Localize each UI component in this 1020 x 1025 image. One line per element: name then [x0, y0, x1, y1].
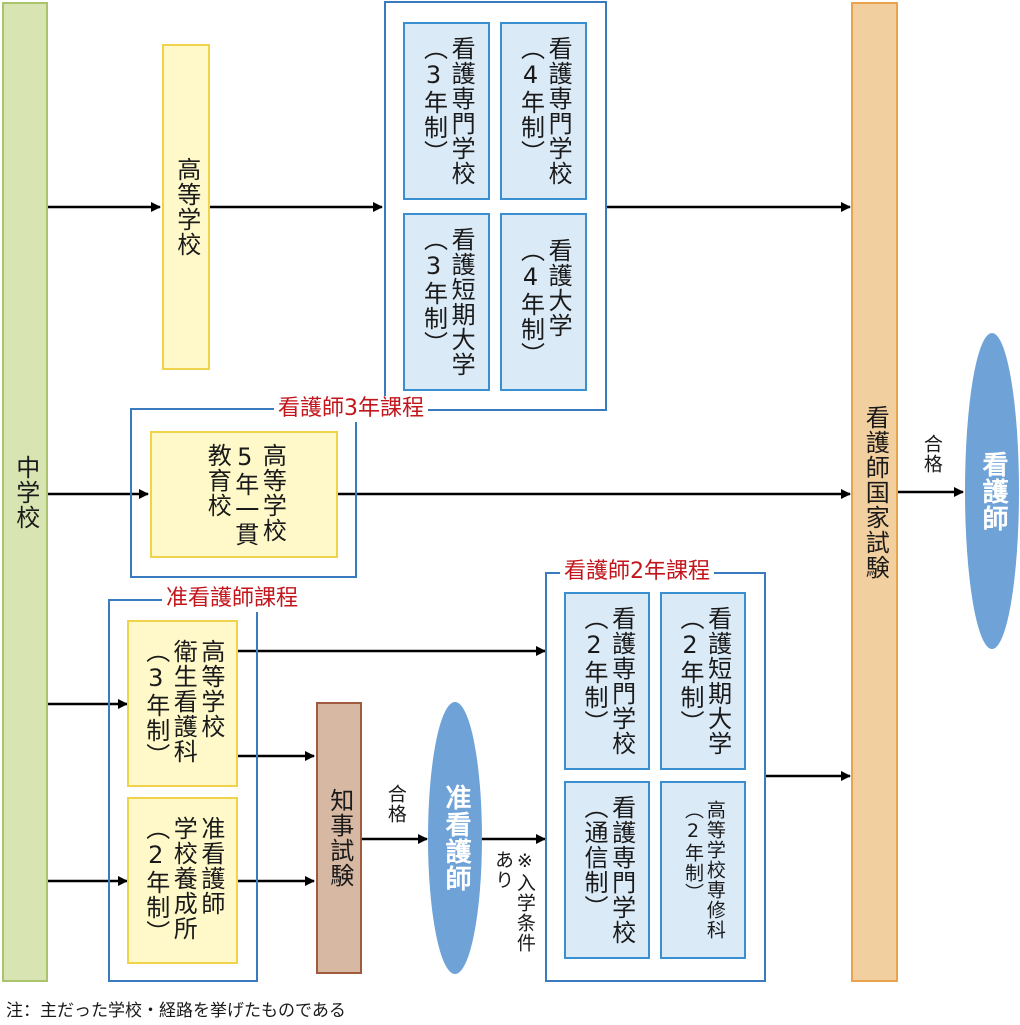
course-3yr-frame [130, 408, 357, 578]
nurse-oval: 看護師 [965, 333, 1019, 649]
nursing-junior-college-3yr-box: 看護短期大学 （3年制） [403, 213, 490, 391]
integrated-5yr-box: 高等学校 5年一貫 教育校 [150, 431, 338, 558]
nursing-vocational-4yr-box: 看護専門学校 （4年制） [500, 22, 587, 200]
nursing-university-4yr-box: 看護大学 （4年制） [500, 213, 587, 391]
nursing-junior-college-2yr-label: 看護短期大学 （2年制） [676, 606, 732, 756]
middle-school-box: 中学校 [2, 2, 48, 982]
nursing-university-4yr-label: 看護大学 （4年制） [516, 237, 573, 367]
nursing-junior-college-2yr-box: 看護短期大学 （2年制） [660, 592, 746, 770]
nursing-vocational-4yr-label: 看護専門学校 （4年制） [516, 36, 573, 186]
nursing-vocational-correspondence-box: 看護専門学校 （通信制） [564, 781, 650, 959]
nurse-label: 看護師 [977, 450, 1008, 532]
pass-label-1: 合格 [384, 784, 407, 824]
admission-note: ※入学条件 あり [492, 850, 536, 953]
governor-exam-label: 知事試験 [325, 788, 354, 888]
hs-hygiene-nursing-box: 高等学校 衛生看護科 （3年制） [127, 620, 238, 787]
high-school-box: 高等学校 [162, 44, 210, 370]
assoc-training-school-box: 准看護師 学校養成所 （2年制） [127, 797, 238, 964]
assoc-nurse-label: 准看護師 [440, 784, 471, 892]
hs-advanced-course-2yr-box: 高等学校専修科 （2年制） [660, 781, 746, 959]
assoc-training-school-label: 准看護師 学校養成所 （2年制） [141, 816, 225, 945]
course-2yr-title: 看護師2年課程 [560, 559, 714, 585]
assoc-nurse-oval: 准看護師 [428, 702, 482, 974]
hs-hygiene-nursing-label: 高等学校 衛生看護科 （3年制） [141, 639, 225, 768]
nursing-vocational-correspondence-label: 看護専門学校 （通信制） [580, 795, 636, 945]
footnote: 注：主だった学校・経路を挙げたものである [6, 1001, 346, 1021]
nursing-vocational-2yr-box: 看護専門学校 （2年制） [564, 592, 650, 770]
high-school-label: 高等学校 [172, 157, 201, 257]
integrated-5yr-label: 高等学校 5年一貫 教育校 [203, 442, 287, 547]
national-exam-box: 看護師国家試験 [851, 2, 898, 982]
nursing-vocational-3yr-box: 看護専門学校 （3年制） [403, 22, 490, 200]
national-exam-label: 看護師国家試験 [861, 404, 890, 580]
middle-school-label: 中学校 [11, 454, 40, 530]
governor-exam-box: 知事試験 [316, 702, 362, 974]
course-3yr-title: 看護師3年課程 [274, 396, 428, 422]
course-assoc-title: 准看護師課程 [162, 586, 303, 612]
nursing-schools-frame [384, 1, 607, 411]
nursing-vocational-2yr-label: 看護専門学校 （2年制） [580, 606, 636, 756]
hs-advanced-course-2yr-label: 高等学校専修科 （2年制） [682, 800, 726, 940]
pass-label-2: 合格 [920, 434, 943, 474]
nursing-vocational-3yr-label: 看護専門学校 （3年制） [419, 36, 476, 186]
nursing-junior-college-3yr-label: 看護短期大学 （3年制） [419, 227, 476, 377]
